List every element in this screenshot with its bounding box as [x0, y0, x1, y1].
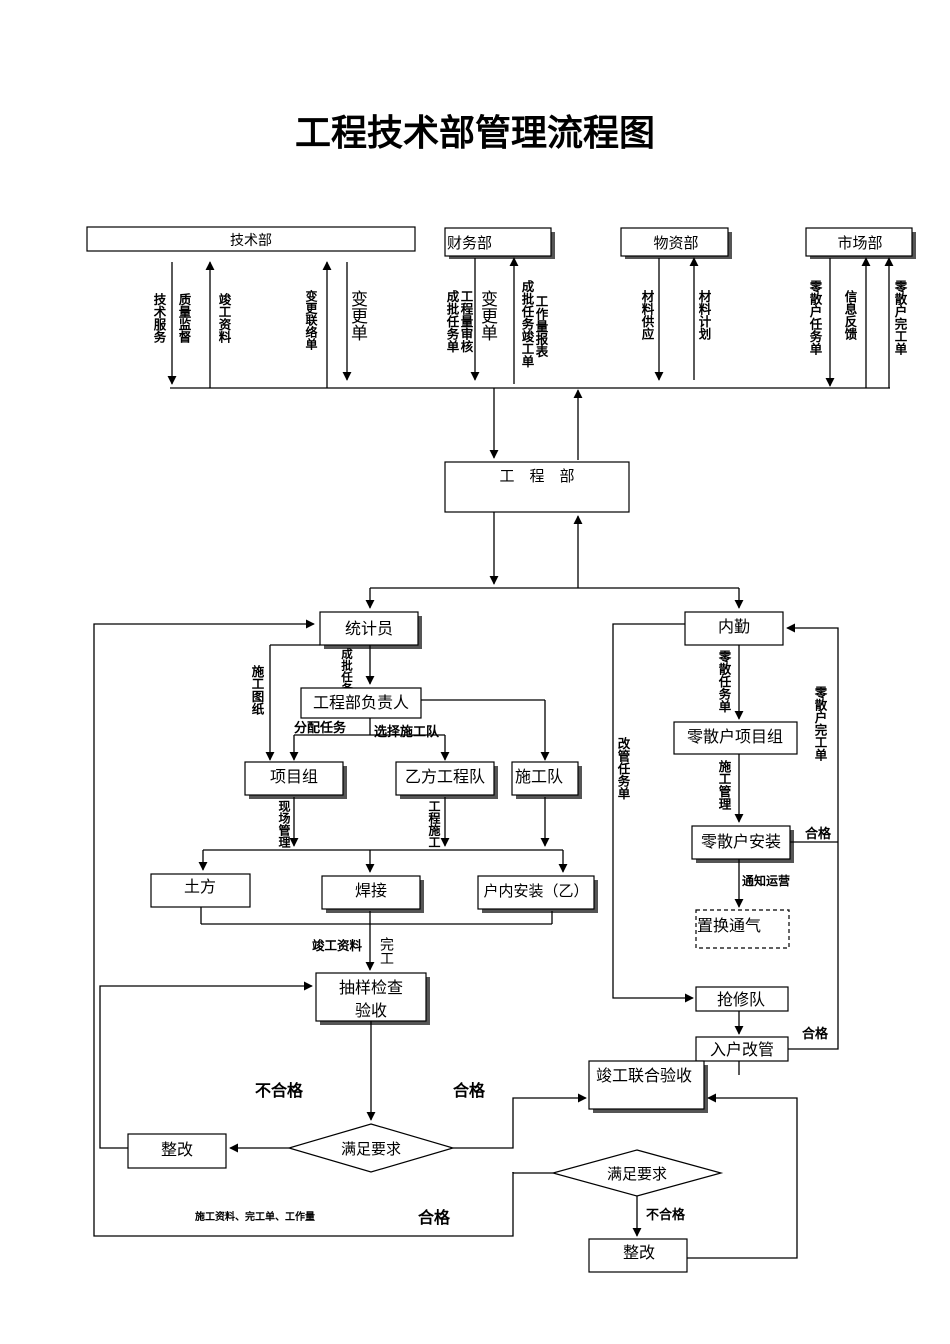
label-quality-supervision: 质量监督 [177, 292, 192, 344]
retail-install-label: 零散户安装 [701, 832, 781, 851]
statistician-box: 统计员 [319, 611, 422, 649]
label-qualified-3: 合格 [453, 1081, 486, 1100]
label-retail-complete-2: 零散户完工单 [813, 686, 828, 762]
label-retrofit-task: 改管任务单 [616, 736, 631, 800]
indoor-install-box: 户内安装（乙） [477, 875, 598, 913]
arrow-right-loop [786, 623, 839, 1050]
dept-tech-box: 技术部 [86, 226, 416, 252]
dept-materials-label: 物资部 [653, 234, 698, 252]
label-cost-report-1: 工作量报表 [534, 295, 549, 358]
rectify-2-label: 整改 [623, 1243, 655, 1262]
decision-1: 满足要求 [286, 1123, 456, 1173]
retail-install-box: 零散户安装 [691, 825, 794, 863]
label-retail-task-2: 零散任务单 [717, 650, 732, 713]
sampling-box: 抽样检查 验收 [315, 972, 430, 1025]
statistician-label: 统计员 [345, 619, 393, 638]
internal-box: 内勤 [684, 611, 784, 646]
label-completion-docs: 竣工资料 [217, 292, 232, 344]
label-change-order-2: 变更单 [477, 290, 498, 341]
arrow-rectify-2-loop [687, 1093, 798, 1259]
earthwork-label: 土方 [184, 877, 216, 896]
label-not-qualified: 不合格 [255, 1081, 304, 1100]
party-b-team-label: 乙方工程队 [405, 767, 485, 786]
rectify-2-box: 整改 [588, 1238, 688, 1273]
label-site-mgmt: 现场管理 [277, 800, 291, 849]
sampling-label-1: 抽样检查 [339, 978, 403, 997]
dept-market-box: 市场部 [805, 227, 916, 259]
decision-1-label: 满足要求 [341, 1140, 401, 1158]
label-qualified-4: 合格 [418, 1208, 451, 1227]
dept-market-label: 市场部 [837, 234, 882, 252]
arrow-rectify-loop [99, 981, 313, 1149]
repair-team-label: 抢修队 [717, 990, 765, 1009]
label-qualified-1: 合格 [805, 826, 832, 842]
arrow-retrofit-task [612, 623, 694, 1003]
rectify-1-label: 整改 [161, 1140, 193, 1159]
retail-group-box: 零散户项目组 [673, 721, 798, 755]
page-title: 工程技术部管理流程图 [295, 113, 655, 154]
joint-acceptance-label: 竣工联合验收 [596, 1066, 692, 1085]
arrow-to-joint-acceptance [453, 1093, 587, 1149]
decision-2-label: 满足要求 [607, 1165, 667, 1183]
rectify-1-box: 整改 [127, 1133, 227, 1169]
top-flow-labels: 技术服务 质量监督 竣工资料 变更联络单 变更单 成批任务单 工程量审核 变更单… [152, 279, 908, 368]
project-group-label: 项目组 [270, 767, 318, 786]
label-bottom-docs: 施工资料、完工单、工作量 [195, 1210, 315, 1223]
retail-group-label: 零散户项目组 [687, 727, 783, 746]
dept-tech-label: 技术部 [230, 233, 272, 249]
project-group-box: 项目组 [244, 761, 347, 799]
label-material-plan: 材料计划 [697, 289, 712, 341]
label-drawings: 施工图纸 [250, 664, 265, 716]
dept-head-label: 工程部负责人 [313, 693, 409, 712]
repair-team-box: 抢修队 [695, 986, 789, 1012]
label-select-team: 选择施工队 [374, 724, 440, 740]
dept-materials-box: 物资部 [620, 227, 732, 259]
dept-finance-box: 财务部 [444, 227, 555, 259]
label-eng-construction: 工程施工 [427, 800, 441, 848]
label-construction-mgmt: 施工管理 [717, 759, 732, 811]
sampling-label-2: 验收 [355, 1001, 387, 1020]
label-completion-docs-2: 竣工资料 [312, 938, 363, 953]
dept-finance-label: 财务部 [447, 234, 492, 252]
label-qualified-2: 合格 [802, 1026, 829, 1042]
decision-2: 满足要求 [550, 1149, 724, 1197]
gas-replace-label: 置换通气 [697, 916, 761, 935]
welding-box: 焊接 [321, 875, 424, 913]
engineering-dept-box: 工 程 部 [444, 461, 630, 513]
arrow-big-loop [93, 619, 514, 1237]
label-feedback: 信息反馈 [843, 289, 858, 341]
label-cost-approval-2: 成批任务单 [445, 289, 460, 353]
engineering-dept-label: 工 程 部 [499, 467, 574, 485]
label-tech-service: 技术服务 [152, 292, 167, 344]
label-retail-task: 零散户任务单 [808, 280, 823, 356]
joint-acceptance-box: 竣工联合验收 [588, 1060, 708, 1113]
welding-label: 焊接 [355, 881, 387, 900]
label-cost-report-2: 成批任务竣工单 [520, 279, 535, 368]
label-retail-complete: 零散户完工单 [893, 280, 908, 356]
label-material-supply: 材料供应 [640, 289, 655, 341]
construction-team-box: 施工队 [511, 761, 582, 799]
home-retrofit-box: 入户改管 [695, 1036, 789, 1062]
earthwork-box: 土方 [150, 873, 251, 908]
dept-head-box: 工程部负责人 [300, 687, 422, 719]
indoor-install-label: 户内安装（乙） [483, 882, 588, 900]
label-not-qualified-2: 不合格 [646, 1207, 686, 1223]
label-finish: 完工 [378, 937, 394, 965]
construction-team-label: 施工队 [515, 767, 563, 786]
label-change-contact: 变更联络单 [304, 289, 318, 351]
label-change-order-1: 变更单 [347, 290, 368, 341]
label-cost-approval-1: 工程量审核 [459, 290, 474, 353]
party-b-team-box: 乙方工程队 [395, 761, 498, 799]
home-retrofit-label: 入户改管 [710, 1040, 774, 1059]
gas-replace-box: 置换通气 [695, 909, 790, 949]
label-assign: 分配任务 [294, 720, 347, 736]
internal-label: 内勤 [718, 617, 750, 636]
label-notify-ops: 通知运营 [742, 873, 790, 888]
